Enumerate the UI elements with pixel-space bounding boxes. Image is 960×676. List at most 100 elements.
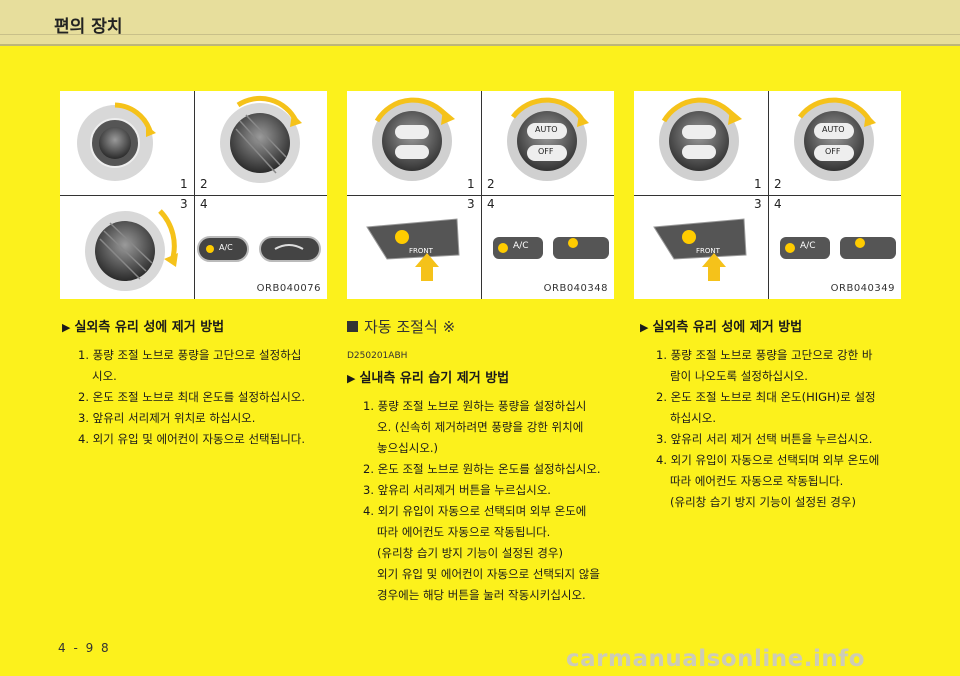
figure-code: ORB040349 — [830, 283, 895, 294]
ac-button — [197, 236, 249, 262]
step-continuation: (유리창 습기 방지 기능이 설정된 경우) — [377, 546, 563, 560]
label-3: 3 — [180, 197, 188, 211]
step-item: 4. 외기 유입이 자동으로 선택되며 외부 온도에 — [363, 504, 587, 518]
label-4: 4 — [200, 197, 208, 211]
figure-code: ORB040348 — [543, 283, 608, 294]
label-2: 2 — [487, 177, 495, 191]
auto-controls-illustration — [653, 97, 896, 281]
defog-mode-button — [682, 125, 716, 139]
label-1: 1 — [467, 177, 475, 191]
label-2: 2 — [774, 177, 782, 191]
step-continuation: 놓으십시오.) — [377, 441, 439, 455]
section-heading: ▶실외측 유리 성에 제거 방법 — [640, 320, 803, 335]
page-header: 편의 장치 — [0, 0, 960, 46]
fan-knob — [382, 111, 442, 171]
label-4: 4 — [487, 197, 495, 211]
rotate-arrow-icon — [797, 97, 873, 123]
divider — [60, 195, 327, 196]
indicator-light-icon — [682, 230, 696, 244]
step-item: 3. 앞유리 서리 제거 선택 버튼을 누르십시오. — [656, 432, 873, 446]
step-item: 1. 풍량 조절 노브로 풍량을 고단으로 강한 바 — [656, 348, 873, 362]
floor-mode-button — [395, 145, 429, 159]
col-outer-defrost-manual: ▶실외측 유리 성에 제거 방법 1. 풍량 조절 노브로 풍량을 고단으로 설… — [62, 316, 352, 450]
ac-label: A/C — [513, 241, 529, 251]
front-defrost-button — [366, 218, 460, 260]
figure-panel-manual: 1 2 3 4 A/C ORB040076 — [60, 91, 327, 299]
label-1: 1 — [754, 177, 762, 191]
step-item: 2. 온도 조절 노브로 원하는 온도를 설정하십시오. — [363, 462, 601, 476]
front-defrost-button — [653, 218, 747, 260]
auto-label: AUTO — [822, 125, 845, 134]
indicator-light-icon — [395, 230, 409, 244]
step-item: 4. 외기 유입이 자동으로 선택되며 외부 온도에 — [656, 453, 880, 467]
temp-knob — [804, 111, 864, 171]
figure-code: ORB040076 — [256, 283, 321, 294]
triangle-bullet-icon: ▶ — [347, 372, 356, 385]
rotate-arrow-icon — [114, 102, 153, 132]
section-code: D250201ABH — [347, 351, 408, 361]
recirc-button — [840, 237, 896, 259]
step-item: 1. 풍량 조절 노브로 원하는 풍량을 설정하십시 — [363, 399, 587, 413]
watermark: carmanualsonline.info — [566, 646, 866, 672]
page-number: 4 - 9 8 — [58, 641, 111, 655]
col-inner-defog-auto: 자동 조절식 ※ D250201ABH ▶실내측 유리 습기 제거 방법 1. … — [347, 316, 637, 606]
front-label: FRONT — [409, 247, 433, 255]
recirc-button — [553, 237, 609, 259]
ac-button — [493, 237, 543, 259]
ac-label: A/C — [800, 241, 816, 251]
label-1: 1 — [180, 177, 188, 191]
section-title: 자동 조절식 ※ — [347, 316, 637, 337]
rotate-arrow-icon — [510, 97, 586, 123]
step-item: 3. 앞유리 서리제거 버튼을 누르십시오. — [363, 483, 551, 497]
section-heading: ▶실내측 유리 습기 제거 방법 — [347, 371, 510, 386]
step-continuation: 따라 에어컨도 자동으로 작동됩니다. — [670, 474, 844, 488]
step-continuation: 오. (신속히 제거하려면 풍량을 강한 위치에 — [377, 420, 584, 434]
figure-panel-auto-defog: 1 2 3 4 AUTO OFF FRONT A/C ORB040348 — [347, 91, 614, 299]
ac-button — [780, 237, 830, 259]
step-continuation: 람이 나오도록 설정하십시오. — [670, 369, 808, 383]
front-label: FRONT — [696, 247, 720, 255]
step-continuation: 경우에는 해당 버튼을 눌러 작동시키십시오. — [377, 588, 586, 602]
defog-mode-button — [395, 125, 429, 139]
recirc-button — [259, 236, 321, 262]
label-2: 2 — [200, 177, 208, 191]
recirc-icon — [274, 244, 304, 250]
off-button — [527, 145, 567, 161]
triangle-bullet-icon: ▶ — [640, 321, 649, 334]
step-item: 4. 외기 유입 및 에어컨이 자동으로 선택됩니다. — [78, 432, 306, 446]
ac-label: A/C — [219, 243, 233, 252]
step-continuation: (유리창 습기 방지 기능이 설정된 경우) — [670, 495, 856, 509]
section-heading: ▶실외측 유리 성에 제거 방법 — [62, 320, 225, 335]
auto-button — [814, 123, 854, 139]
temp-knob — [517, 111, 577, 171]
col-outer-defrost-auto: ▶실외측 유리 성에 제거 방법 1. 풍량 조절 노브로 풍량을 고단으로 강… — [640, 316, 930, 513]
step-item: 2. 온도 조절 노브로 최대 온도를 설정하십시오. — [78, 390, 306, 404]
manual-controls-illustration — [77, 95, 321, 291]
step-item: 3. 앞유리 서리제거 위치로 하십시오. — [78, 411, 256, 425]
off-label: OFF — [538, 147, 554, 156]
label-4: 4 — [774, 197, 782, 211]
divider — [634, 195, 901, 196]
fan-knob — [669, 111, 729, 171]
figure-panel-auto-defrost: 1 2 3 4 AUTO OFF FRONT A/C ORB040349 — [634, 91, 901, 299]
auto-label: AUTO — [535, 125, 558, 134]
header-rule — [0, 34, 960, 35]
divider — [347, 195, 614, 196]
label-3: 3 — [754, 197, 762, 211]
step-item: 2. 온도 조절 노브로 최대 온도(HIGH)로 설정 — [656, 390, 876, 404]
off-button — [814, 145, 854, 161]
floor-mode-button — [682, 145, 716, 159]
triangle-bullet-icon: ▶ — [62, 321, 71, 334]
page-title: 편의 장치 — [54, 17, 123, 37]
step-continuation: 따라 에어컨도 자동으로 작동됩니다. — [377, 525, 551, 539]
step-continuation: 시오. — [92, 369, 117, 383]
press-arrow-icon — [702, 253, 726, 281]
rotate-arrow-icon — [661, 97, 737, 123]
square-bullet-icon — [347, 321, 358, 332]
auto-button — [527, 123, 567, 139]
step-item: 1. 풍량 조절 노브로 풍량을 고단으로 설정하십 — [78, 348, 302, 362]
press-arrow-icon — [415, 253, 439, 281]
step-continuation: 하십시오. — [670, 411, 716, 425]
auto-controls-illustration — [366, 97, 609, 281]
label-3: 3 — [467, 197, 475, 211]
